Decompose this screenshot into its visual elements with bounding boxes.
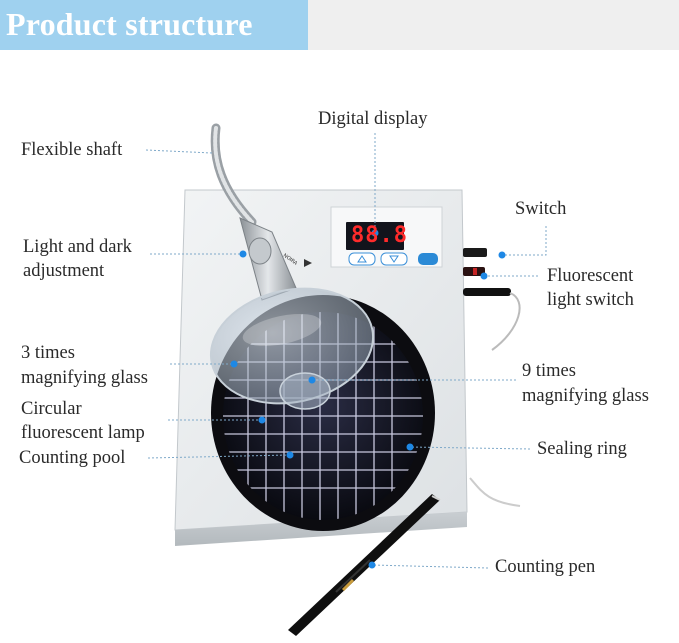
label-light-dark-line1: Light and dark — [23, 237, 132, 257]
marker-dots — [230, 229, 506, 569]
label-mag9-line2: magnifying glass — [522, 386, 649, 406]
label-mag9-line1: 9 times — [522, 361, 576, 381]
label-fluorescent-switch-line1: Fluorescent — [547, 266, 634, 286]
label-light-dark-line2: adjustment — [23, 261, 105, 281]
page-title: Product structure — [6, 6, 253, 42]
label-fluorescent-switch-line2: light switch — [547, 290, 634, 310]
label-mag3-line2: magnifying glass — [21, 368, 148, 388]
label-mag3-line1: 3 times — [21, 343, 75, 363]
magnifying-glass-9x — [279, 372, 331, 410]
label-flexible-shaft: Flexible shaft — [21, 140, 123, 160]
label-sealing-ring: Sealing ring — [537, 439, 627, 459]
flexible-shaft — [210, 123, 257, 227]
side-switches — [463, 248, 521, 507]
label-circular-lamp-line1: Circular — [21, 399, 82, 419]
magnifier-arm: NOIRA — [239, 217, 312, 301]
label-digital-display: Digital display — [318, 109, 428, 129]
label-counting-pool: Counting pool — [19, 448, 126, 468]
magnifying-glass-3x — [209, 287, 375, 405]
title-banner: Product structure — [0, 0, 308, 50]
counting-pen-shape — [288, 494, 441, 636]
display-readout: 88.8 — [351, 223, 408, 248]
leader-lines — [145, 133, 547, 569]
label-circular-lamp-line2: fluorescent lamp — [21, 423, 145, 443]
display-panel — [330, 206, 443, 268]
label-counting-pen: Counting pen — [495, 557, 596, 577]
label-switch: Switch — [515, 199, 567, 219]
